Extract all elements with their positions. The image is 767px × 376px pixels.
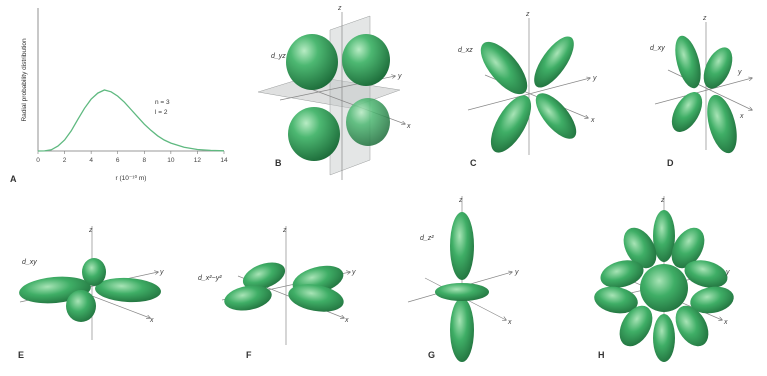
x-axis-label: r (10⁻¹⁰ m)	[116, 174, 147, 182]
x-label: x	[344, 317, 349, 324]
x-tick-label: 8	[142, 157, 146, 164]
y-axis-label: Radial probability distribution	[21, 38, 28, 121]
lobe	[224, 285, 272, 311]
x-tick-label: 0	[36, 157, 40, 164]
lobe	[619, 305, 653, 347]
y-label: y	[514, 269, 519, 276]
panel-f: z y x d_x²−y² F	[198, 226, 356, 360]
legend-l: l = 2	[155, 109, 168, 116]
panel-letter-a: A	[10, 174, 17, 184]
z-label: z	[702, 15, 707, 22]
y-axis	[467, 78, 590, 111]
x-tick-label: 14	[220, 157, 228, 164]
lobe	[600, 260, 644, 288]
lobe	[671, 227, 705, 269]
x-tick-label: 10	[167, 157, 175, 164]
panel-letter-e: E	[18, 350, 24, 360]
x-label: x	[507, 319, 512, 326]
lobe	[623, 227, 657, 269]
y-label: y	[397, 73, 402, 80]
y-label: y	[737, 69, 742, 76]
panel-h: z y x H	[594, 196, 734, 362]
y-axis	[654, 78, 752, 105]
y-label: y	[725, 269, 730, 276]
panel-letter-b: B	[275, 158, 282, 168]
x-label: x	[149, 317, 154, 324]
panel-letter-h: H	[598, 350, 605, 360]
panel-e: z y x d_xy E	[18, 226, 164, 360]
lobe	[288, 107, 340, 161]
lobe	[480, 41, 528, 95]
orbital-label-d: d_xy	[650, 45, 665, 52]
panel-letter-f: F	[246, 350, 252, 360]
lobe	[675, 305, 709, 347]
lobe	[653, 210, 675, 262]
panel-letter-g: G	[428, 350, 435, 360]
lobe	[684, 260, 728, 288]
lobe	[346, 98, 390, 146]
lobe	[535, 93, 577, 139]
lobe	[450, 212, 474, 280]
lobe	[342, 34, 390, 86]
y-label: y	[592, 75, 597, 82]
x-tick-label: 6	[116, 157, 120, 164]
lobe	[286, 34, 338, 90]
x-tick-label: 4	[89, 157, 93, 164]
panel-letter-d: D	[667, 158, 674, 168]
legend-n: n = 3	[155, 99, 170, 106]
lobe	[671, 92, 703, 132]
lobe	[242, 262, 286, 290]
panel-b: z y x d_yz B	[257, 5, 411, 180]
lobe	[95, 277, 161, 303]
x-ticks: 0 2 4 6 8 10 12 14	[36, 151, 228, 164]
z-label: z	[458, 197, 463, 204]
lobe	[703, 47, 733, 89]
orbital-label-g: d_z²	[420, 235, 434, 242]
orbital-label-c: d_xz	[458, 47, 473, 54]
orbital-label-e: d_xy	[22, 259, 37, 266]
lobe	[675, 35, 701, 89]
lobe	[534, 36, 574, 88]
z-label: z	[525, 11, 530, 18]
x-label: x	[739, 113, 744, 120]
lobe	[640, 264, 688, 312]
lobe	[288, 284, 344, 312]
lobe	[450, 298, 474, 362]
y-label: y	[159, 269, 164, 276]
panel-g: z y x d_z² G	[407, 196, 519, 362]
radial-curve	[37, 89, 225, 152]
panel-d: z y x d_xy D	[650, 15, 752, 168]
panel-letter-c: C	[470, 158, 477, 168]
panel-c: z y x d_xz C	[458, 11, 597, 168]
x-label: x	[723, 319, 728, 326]
torus	[435, 283, 489, 301]
x-label: x	[406, 123, 411, 130]
x-tick-label: 2	[63, 157, 67, 164]
x-label: x	[590, 117, 595, 124]
z-label: z	[282, 227, 287, 234]
lobe	[490, 95, 532, 153]
lobe	[653, 314, 675, 362]
z-label: z	[337, 5, 342, 12]
lobe	[82, 258, 106, 286]
panel-a-chart: 0 2 4 6 8 10 12 14 Radial probability distribut…	[10, 8, 228, 184]
lobe	[594, 286, 638, 314]
y-label: y	[351, 269, 356, 276]
lobe	[66, 290, 96, 322]
x-tick-label: 12	[194, 157, 202, 164]
z-label: z	[88, 227, 93, 234]
lobe	[707, 94, 737, 154]
orbital-label-f: d_x²−y²	[198, 275, 222, 282]
z-label: z	[660, 197, 665, 204]
combined-lobes	[594, 210, 734, 362]
orbital-label-b: d_yz	[271, 53, 286, 60]
lobe	[690, 286, 734, 314]
